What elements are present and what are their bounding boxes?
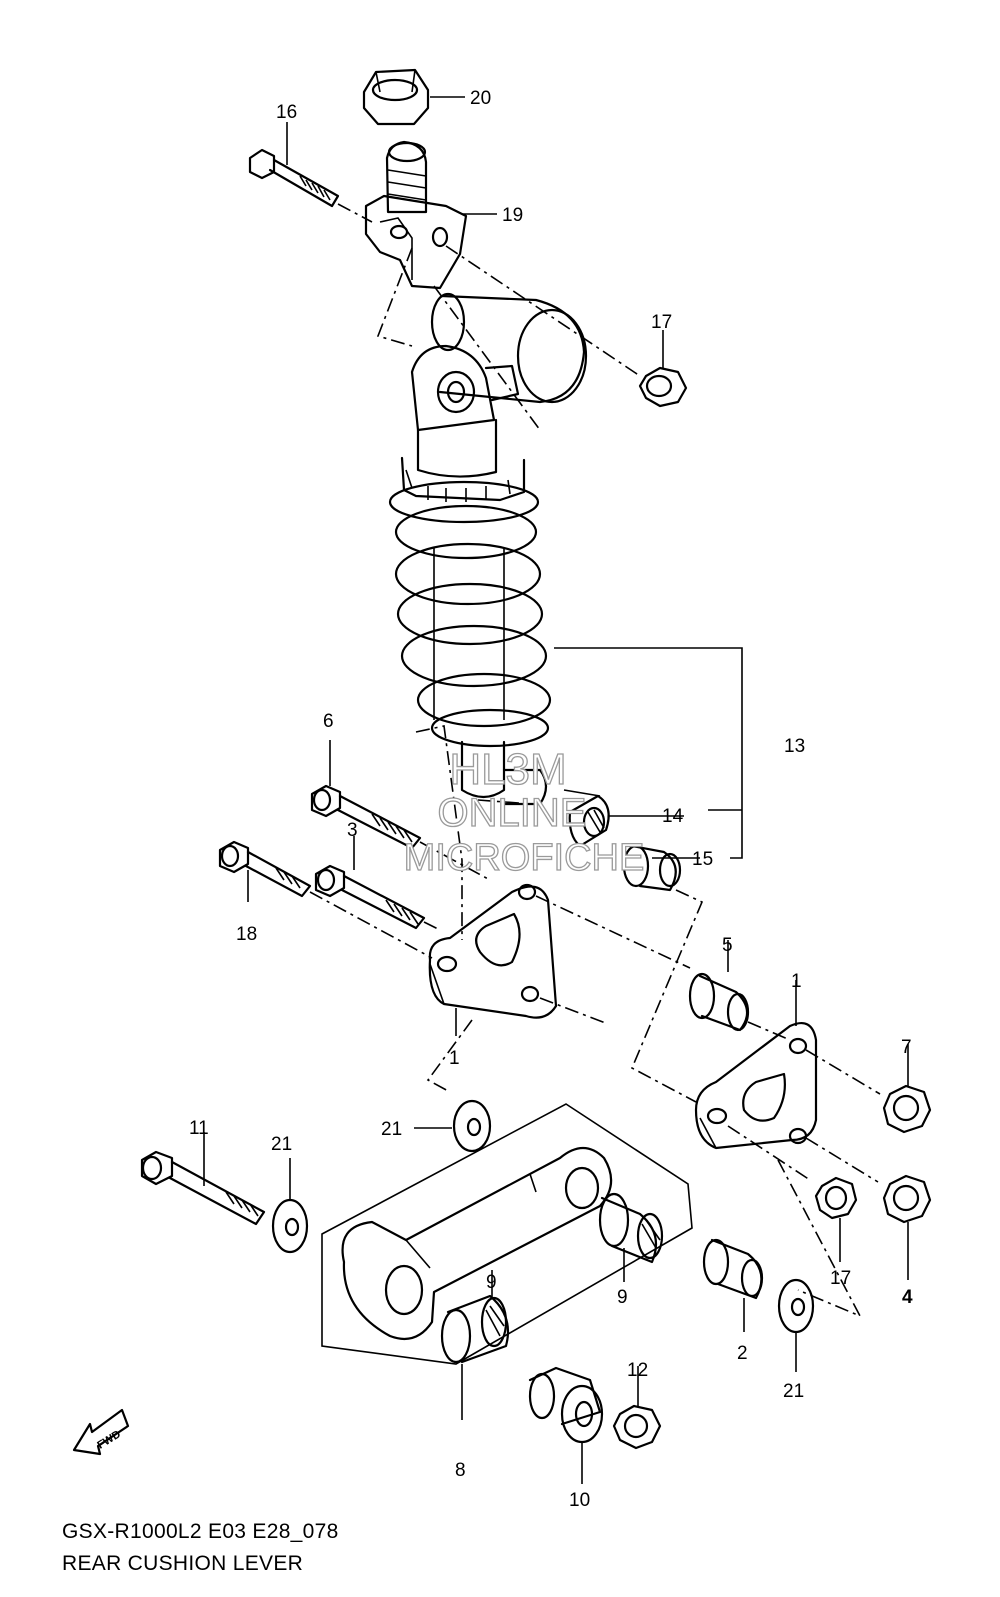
part-21-washer-right	[777, 1278, 815, 1372]
fwd-arrow-icon: FWD	[72, 1408, 130, 1456]
part-8-cushion-rod	[321, 1103, 693, 1420]
callout-15: 15	[692, 849, 713, 870]
shock-reservoir	[430, 292, 588, 404]
callout-2: 2	[737, 1343, 748, 1364]
callout-19: 19	[502, 205, 523, 226]
callout-8: 8	[455, 1460, 466, 1481]
part-18-bolt	[218, 840, 433, 959]
part-17-upper-nut	[638, 330, 688, 408]
assembly-13-bracket	[554, 647, 743, 859]
callout-21-upper: 21	[381, 1119, 402, 1140]
part-15-spacer	[622, 844, 682, 892]
callout-14: 14	[662, 806, 684, 827]
part-1-left-plate	[428, 883, 558, 1036]
callout-17-lower: 17	[830, 1268, 851, 1289]
model-code: GSX-R1000L2 E03 E28_078	[62, 1520, 339, 1543]
part-7-nut	[882, 1044, 932, 1134]
callout-20: 20	[470, 88, 491, 109]
callout-9-lower: 9	[486, 1272, 497, 1293]
callout-17-upper: 17	[651, 312, 672, 333]
callout-18: 18	[236, 924, 257, 945]
watermark-line-2: ONLINE	[438, 791, 587, 835]
shock-lower-eye	[460, 740, 548, 806]
callouts: 1 1 2 3 4 5 6 7 8 9 9 10 11 12 13 14 15 …	[189, 88, 913, 1511]
part-14-bearing	[568, 794, 610, 848]
callout-12: 12	[627, 1360, 648, 1381]
callout-21-left: 21	[271, 1134, 292, 1155]
section-title: REAR CUSHION LEVER	[62, 1552, 304, 1575]
callout-10: 10	[569, 1490, 590, 1511]
part-2-collar	[702, 1238, 764, 1332]
callout-11: 11	[189, 1118, 209, 1139]
part-19-upper-mount	[364, 140, 497, 290]
part-6-bolt	[310, 740, 491, 881]
callout-1-right: 1	[791, 971, 802, 992]
callout-6: 6	[323, 711, 334, 732]
part-12-nut	[612, 1366, 662, 1450]
watermark-line-1: HL3M	[449, 745, 566, 794]
part-20-upper-nut	[362, 68, 465, 126]
callout-3: 3	[347, 820, 358, 841]
watermark-line-3: MICROFICHE	[404, 837, 645, 879]
part-21-washer-left	[271, 1158, 309, 1254]
callout-4: 4	[902, 1287, 913, 1308]
callout-7: 7	[901, 1037, 912, 1058]
part-21-washer-upper	[414, 1099, 492, 1153]
shock-upper-eye	[410, 344, 520, 478]
part-16-upper-bolt	[248, 122, 373, 223]
part-10-collar	[528, 1366, 604, 1484]
callout-9-upper: 9	[617, 1287, 628, 1308]
part-17-lower-nut	[814, 1176, 858, 1262]
callout-21-right: 21	[783, 1381, 804, 1402]
shock-spring	[388, 456, 552, 748]
part-3-bolt	[314, 836, 441, 931]
watermark: HL3M ONLINE MICROFICHE	[403, 744, 645, 879]
part-11-bolt	[140, 1132, 266, 1226]
part-9-bearing-lower	[440, 1270, 510, 1364]
callout-5: 5	[722, 935, 733, 956]
callout-16: 16	[276, 102, 297, 123]
part-1-right-plate	[694, 980, 818, 1150]
part-4-nut	[882, 1174, 932, 1280]
part-9-bearing-upper	[598, 1192, 664, 1282]
callout-1-left: 1	[449, 1048, 460, 1069]
part-5-collar	[688, 940, 750, 1032]
callout-13: 13	[784, 736, 805, 757]
